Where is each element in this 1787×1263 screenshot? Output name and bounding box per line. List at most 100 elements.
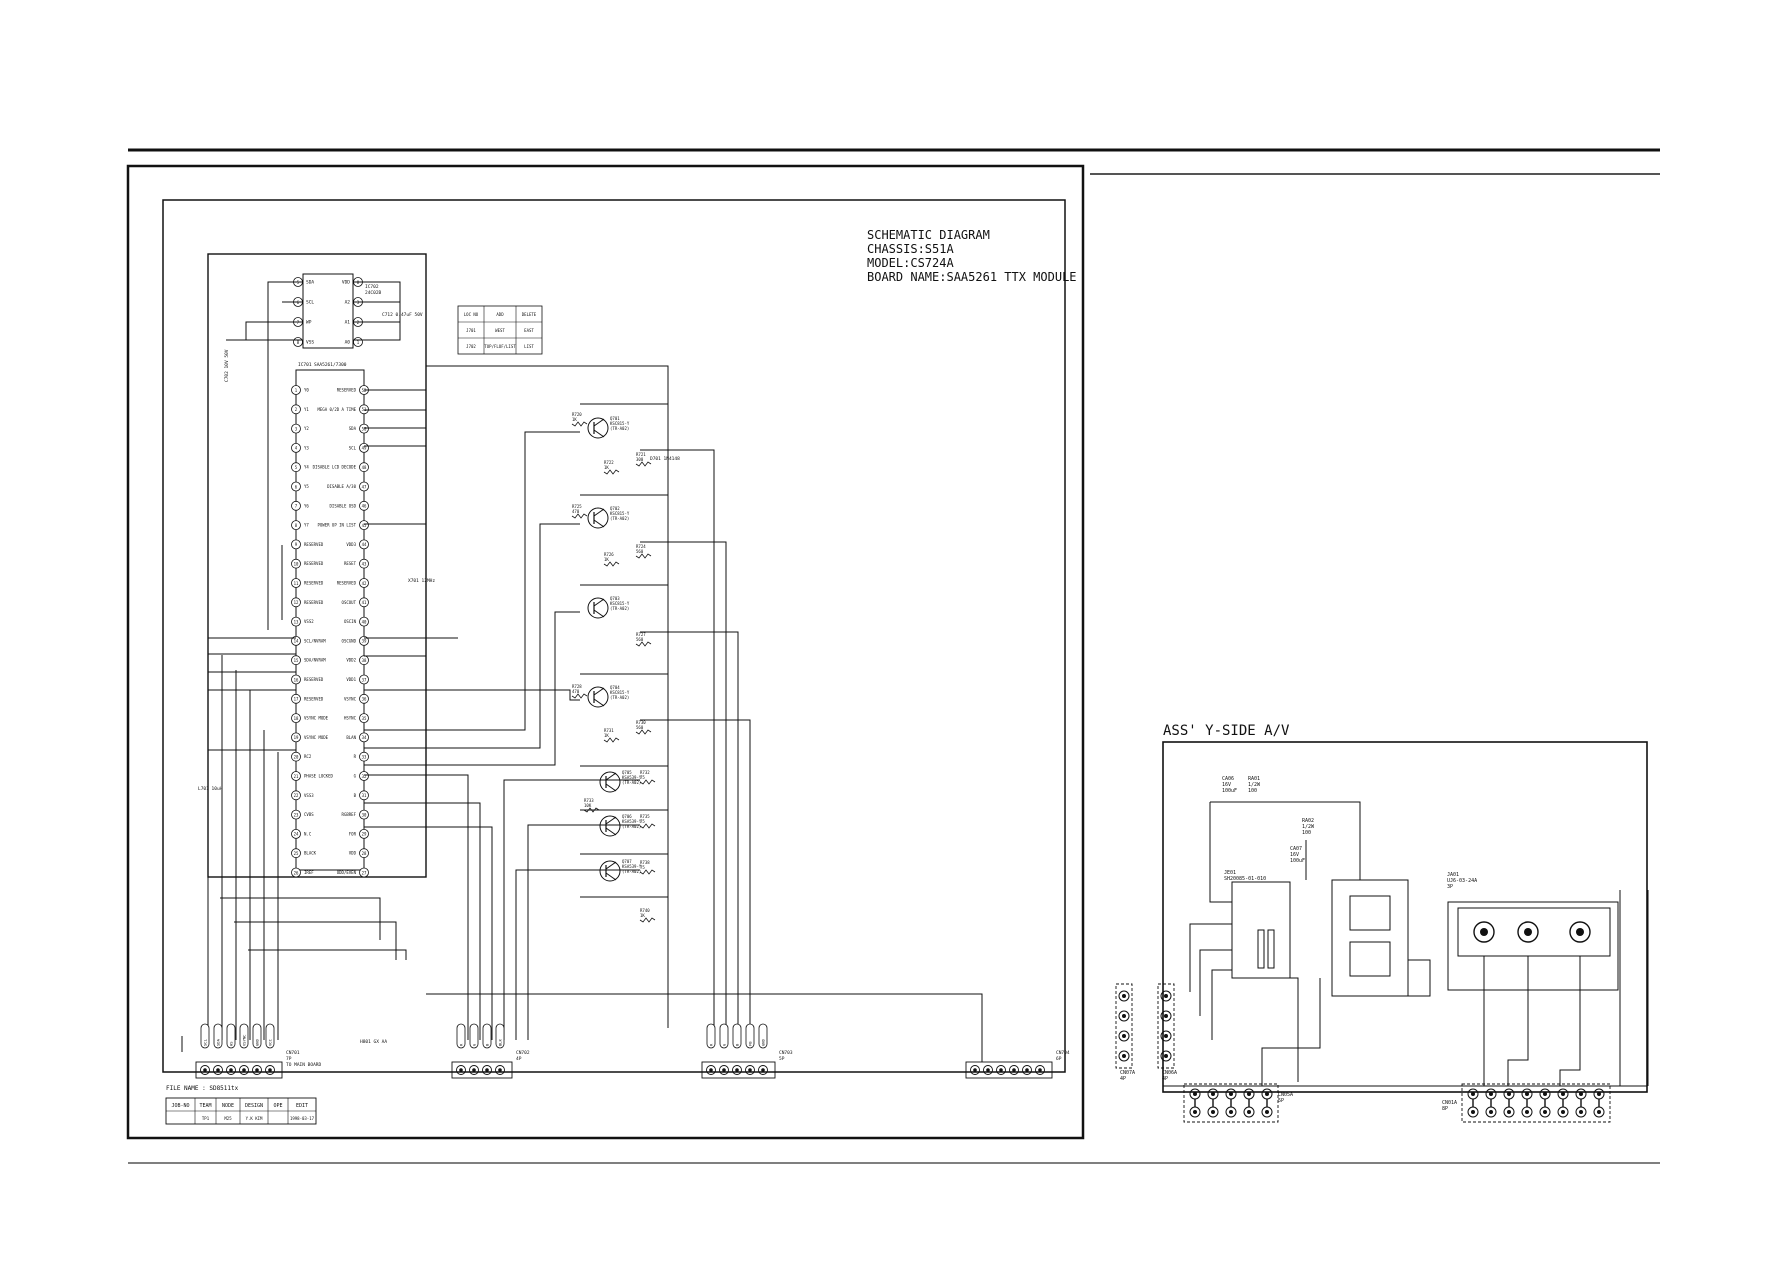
connector-label: CN704 [1056, 1050, 1070, 1056]
ca07-label: CA07 16V 100uF [1290, 846, 1305, 864]
option-table-cell: J701 [466, 328, 476, 333]
main-ic-pin-left-num: 23 [294, 812, 299, 817]
main-ic-pin-right [359, 829, 369, 839]
x701-label: X701 12MHz [408, 578, 435, 584]
connector-pin-label: GND [255, 1038, 260, 1046]
main-ic-pin-left [291, 809, 301, 820]
resistor-value: 1K [572, 417, 577, 422]
connector-sub: 6P [1056, 1056, 1062, 1062]
main-ic-pin-left-name: VSYNC MODE [304, 735, 329, 740]
transistor-part: KSC815-Y [610, 511, 630, 516]
main-ic-pin-left-num: 3 [295, 426, 298, 431]
title-line-1: SCHEMATIC DIAGRAM [867, 228, 990, 242]
cn05a-label: CN05A [1278, 1092, 1293, 1098]
main-ic-pin-right [359, 500, 369, 511]
main-ic-pin-left [291, 462, 301, 473]
resistor-label: R730 [636, 720, 646, 725]
main-ic-pin-left [291, 655, 301, 666]
option-table-frame [457, 305, 543, 355]
main-ic-pin-left [291, 481, 301, 492]
main-ic-pin-left-name: VSYNC MODE [304, 716, 329, 721]
title-line-4: BOARD NAME:SAA5261 TTX MODULE [867, 270, 1077, 284]
file-table-header: TEAM [199, 1103, 211, 1109]
main-ic-pin-right-name: DISABLE A/30 [327, 484, 356, 489]
main-ic-pin-right [359, 693, 369, 704]
module-outline [207, 253, 427, 878]
main-ic-pin-left-num: 6 [295, 484, 298, 489]
main-ic-pin-left [291, 578, 301, 588]
eeprom-pin-right-num: 1 [357, 340, 360, 345]
main-ic-pin-left-num: 22 [294, 793, 299, 798]
svg-text:16V: 16V [1290, 852, 1299, 858]
main-ic-pin-right-num: 43 [362, 562, 367, 567]
option-table-cell: DELETE [522, 312, 537, 317]
main-ic-pin-left-num: 8 [295, 523, 298, 528]
resistor-label: R727 [636, 632, 646, 637]
cn07a-sub: 4P [1120, 1076, 1126, 1082]
main-ic-pin-left-num: 18 [294, 716, 299, 721]
main-ic-pin-left-num: 2 [295, 407, 298, 412]
resistor-value: 560 [636, 637, 644, 642]
main-ic-pin-left-name: RESERVED [304, 696, 324, 701]
main-ic-pin-right [359, 732, 369, 743]
cn05a-sub: 5P [1278, 1098, 1284, 1104]
side-av-frame [1162, 741, 1648, 1093]
main-ic-pin-right-name: SCL [349, 445, 357, 450]
main-ic-pin-right-name: BLAN [346, 735, 356, 740]
transistor-part: KSC815-Y [610, 690, 630, 695]
main-ic-pin-right-num: 33 [362, 755, 367, 760]
main-ic-pin-left [291, 732, 301, 743]
connector-pin-label: B [735, 1043, 740, 1046]
connector-pin-label: HS [229, 1041, 234, 1046]
connector-label: CN703 [779, 1050, 793, 1056]
connector-pin-label: SCL [203, 1038, 208, 1046]
resistor-value: 470 [572, 689, 580, 694]
connector-label: CN702 [516, 1050, 530, 1056]
side-connectors [1115, 983, 1611, 1123]
main-ic-label: IC701 [298, 362, 312, 368]
main-ic-pin-right-num: 36 [362, 697, 367, 702]
svg-text:100: 100 [1302, 830, 1311, 836]
file-name-label: FILE NAME : SD8511tx [166, 1085, 239, 1092]
main-ic-pin-right-name: VDD1 [346, 677, 356, 682]
resistor-value: 300 [636, 457, 644, 462]
transistor-sub: (TR-A02) [622, 824, 641, 829]
svg-text:CA06: CA06 [1222, 776, 1234, 782]
svg-text:RA01: RA01 [1248, 776, 1260, 782]
main-ic-pin-right-num: 40 [362, 619, 367, 624]
main-ic-pin-right-name: SDA [349, 426, 357, 431]
main-ic-pin-right-name: OSCGND [342, 638, 357, 643]
main-ic-pin-left [291, 771, 301, 781]
main-ic-pin-left-num: 15 [294, 658, 299, 663]
side-av-title: ASS' Y-SIDE A/V [1163, 723, 1290, 739]
option-table-cell: TOP/FLOF/LIST [484, 344, 516, 349]
main-ic-pin-left [291, 423, 301, 434]
main-ic-pin-left [291, 520, 301, 530]
main-ic-pin-left [291, 790, 301, 801]
cn06a-connector [1157, 983, 1175, 1069]
main-ic-pin-right-num: 46 [362, 504, 367, 509]
main-ic-pin-right [359, 867, 369, 878]
resistor-label: R720 [572, 412, 582, 417]
main-ic-pin-left-name: Y6 [304, 503, 309, 508]
file-table-value: TP1 [202, 1116, 210, 1121]
svg-text:100: 100 [1248, 788, 1257, 794]
option-table-cell: EAST [524, 328, 534, 333]
svg-text:CA07: CA07 [1290, 846, 1302, 852]
main-ic-pin-left [291, 751, 301, 762]
inner-frame [162, 199, 1066, 1073]
eeprom-pin-right-name: A2 [345, 300, 351, 306]
file-table-header: EDIT [296, 1103, 308, 1109]
transistor-part: KSA539-Y [622, 775, 642, 780]
resistor-value: 10K [584, 803, 592, 808]
main-ic-pin-left-name: BLACK [304, 851, 317, 856]
connector-pin-label: SDA [216, 1038, 221, 1046]
main-ic-pin-left-num: 13 [294, 619, 299, 624]
main-ic-pin-left-num: 19 [294, 735, 299, 740]
main-ic-pin-left-name: Y3 [304, 445, 309, 450]
